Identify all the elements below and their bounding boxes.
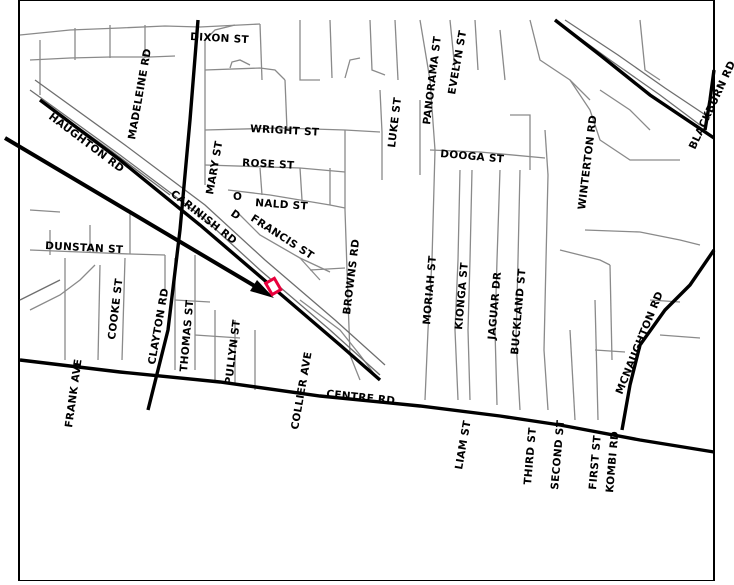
location-marker-icon <box>263 276 283 297</box>
label-winterton-rd: WINTERTON RD <box>576 114 600 210</box>
label-second-st: SECOND ST <box>549 419 567 490</box>
label-dixon-st: DIXON ST <box>190 31 250 46</box>
label-mcnaughton-rd: MCNAUGHTON RD <box>614 290 666 396</box>
label-browns-rd: BROWNS RD <box>341 238 362 315</box>
label-nald-st: NALD ST <box>255 197 309 213</box>
label-buckland-st: BUCKLAND ST <box>509 268 529 356</box>
label-third-st: THIRD ST <box>522 426 539 485</box>
label-first-st: FIRST ST <box>587 434 604 490</box>
label-wright-st: WRIGHT ST <box>250 123 320 139</box>
label-frank-ave: FRANK AVE <box>63 358 85 428</box>
label-pullyn-st: PULLYN ST <box>223 318 243 385</box>
label-dunstan-st: DUNSTAN ST <box>45 240 124 256</box>
label-kionga-st: KIONGA ST <box>453 261 471 330</box>
label-d: D <box>228 208 242 223</box>
label-kombi-rd: KOMBI RD <box>604 431 621 494</box>
label-o: O <box>233 191 242 203</box>
label-centre-rd: CENTRE RD <box>326 388 396 407</box>
label-mary-st: MARY ST <box>204 140 225 196</box>
pointer-arrow-icon <box>3 136 274 298</box>
label-jaguar-dr: JAGUAR DR <box>486 271 504 341</box>
label-madeleine-rd: MADELEINE RD <box>126 48 154 141</box>
label-thomas-st: THOMAS ST <box>178 299 196 372</box>
label-evelyn-st: EVELYN ST <box>446 29 469 96</box>
street-labels: DIXON ST MADELEINE RD HAUGHTON RD WRIGHT… <box>45 29 734 493</box>
label-luke-st: LUKE ST <box>386 96 404 148</box>
minor-roads <box>19 19 701 421</box>
label-moriah-st: MORIAH ST <box>421 255 439 326</box>
label-liam-st: LIAM ST <box>453 419 474 471</box>
label-rose-st: ROSE ST <box>242 157 295 172</box>
label-dooga-st: DOOGA ST <box>440 148 505 166</box>
major-roads <box>19 18 716 454</box>
label-haughton-rd: HAUGHTON RD <box>46 111 126 175</box>
